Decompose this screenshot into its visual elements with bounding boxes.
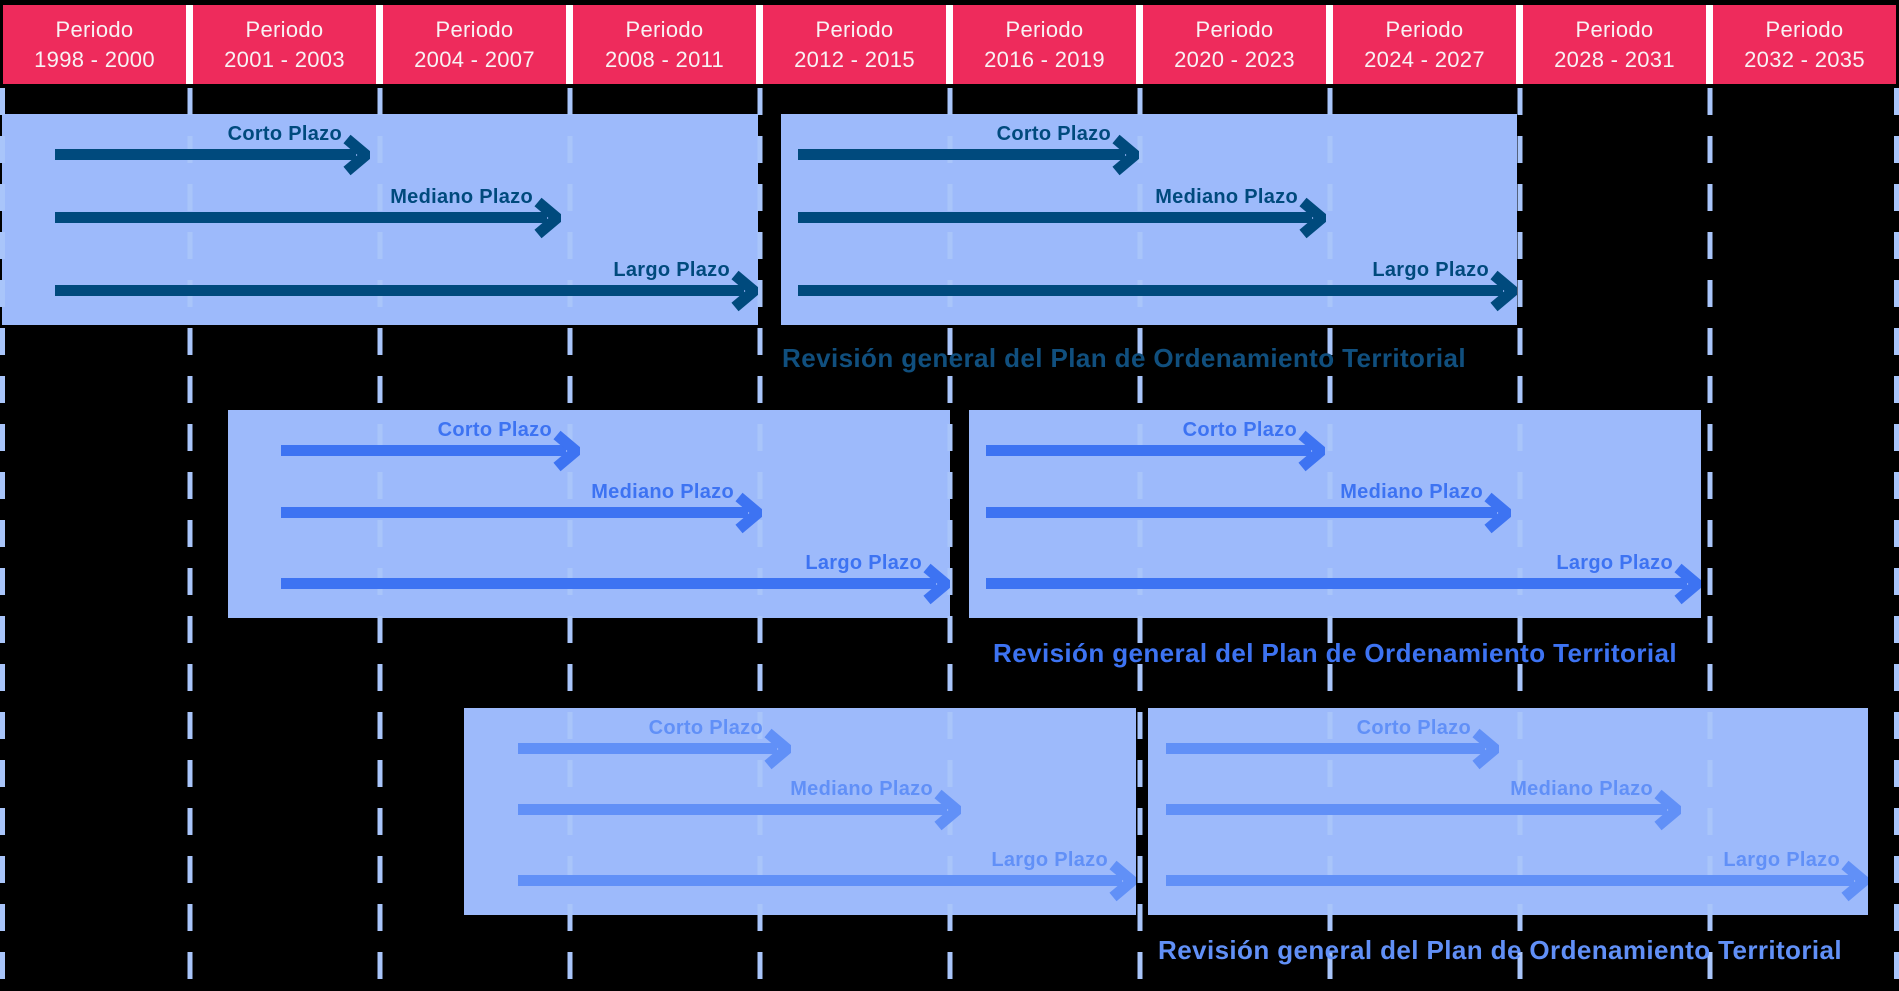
term-arrow-label: Corto Plazo — [648, 717, 763, 739]
arrow-right-icon — [764, 728, 791, 770]
term-arrow-shaft — [281, 578, 936, 589]
period-title: Periodo — [1765, 17, 1844, 43]
row-caption: Revisión general del Plan de Ordenamient… — [1158, 935, 1842, 965]
term-arrow-label: Largo Plazo — [1372, 259, 1489, 281]
period-range: 2008 - 2011 — [604, 46, 725, 72]
arrow-right-icon — [1298, 430, 1325, 472]
period-range: 2024 - 2027 — [1364, 46, 1485, 72]
term-arrow-shaft — [281, 445, 566, 456]
period-title: Periodo — [815, 17, 894, 43]
arrow-right-icon — [1112, 134, 1139, 176]
period-range: 2028 - 2031 — [1554, 46, 1675, 72]
term-arrow-label: Corto Plazo — [996, 123, 1111, 145]
term-arrow-shaft — [1166, 804, 1667, 815]
term-arrow-label: Mediano Plazo — [1155, 186, 1298, 208]
period-range: 2001 - 2003 — [224, 46, 345, 72]
term-arrow-shaft — [518, 743, 777, 754]
period-box: Periodo 2020 - 2023 — [1143, 5, 1326, 84]
period-box: Periodo 2016 - 2019 — [953, 5, 1136, 84]
period-range: 1998 - 2000 — [34, 46, 155, 72]
term-arrow-shaft — [55, 212, 547, 223]
period-title: Periodo — [1385, 17, 1464, 43]
period-title: Periodo — [625, 17, 704, 43]
arrow-right-icon — [923, 563, 950, 605]
term-arrow-shaft — [281, 507, 748, 518]
term-arrow-label: Largo Plazo — [1556, 552, 1673, 574]
period-box: Periodo 2012 - 2015 — [763, 5, 946, 84]
arrow-right-icon — [1654, 789, 1681, 831]
arrow-right-icon — [731, 270, 758, 312]
term-arrow-label: Corto Plazo — [1356, 717, 1471, 739]
term-arrow-shaft — [1166, 743, 1485, 754]
term-arrow-label: Mediano Plazo — [1510, 778, 1653, 800]
period-box: Periodo 2028 - 2031 — [1523, 5, 1706, 84]
term-arrow-label: Largo Plazo — [991, 849, 1108, 871]
term-arrow-label: Largo Plazo — [1723, 849, 1840, 871]
term-arrow-label: Corto Plazo — [227, 123, 342, 145]
term-arrow-label: Largo Plazo — [613, 259, 730, 281]
term-arrow-shaft — [986, 445, 1311, 456]
period-box: Periodo 2008 - 2011 — [573, 5, 756, 84]
period-title: Periodo — [55, 17, 134, 43]
arrow-right-icon — [553, 430, 580, 472]
period-range: 2016 - 2019 — [984, 46, 1105, 72]
arrow-right-icon — [1299, 197, 1326, 239]
period-box: Periodo 2001 - 2003 — [193, 5, 376, 84]
term-arrow-label: Mediano Plazo — [1340, 481, 1483, 503]
term-arrow-shaft — [986, 507, 1497, 518]
period-title: Periodo — [1005, 17, 1084, 43]
arrow-right-icon — [534, 197, 561, 239]
term-arrow-shaft — [1166, 875, 1854, 886]
arrow-right-icon — [934, 789, 961, 831]
arrow-right-icon — [1484, 492, 1511, 534]
period-box: Periodo 2032 - 2035 — [1713, 5, 1896, 84]
period-range: 2004 - 2007 — [414, 46, 535, 72]
row-caption: Revisión general del Plan de Ordenamient… — [782, 343, 1466, 373]
term-arrow-shaft — [518, 804, 947, 815]
period-box: Periodo 2024 - 2027 — [1333, 5, 1516, 84]
arrow-right-icon — [735, 492, 762, 534]
term-arrow-shaft — [798, 212, 1312, 223]
arrow-right-icon — [1674, 563, 1701, 605]
term-arrow-shaft — [518, 875, 1122, 886]
period-range: 2032 - 2035 — [1744, 46, 1865, 72]
arrow-right-icon — [1490, 270, 1517, 312]
row-caption: Revisión general del Plan de Ordenamient… — [993, 638, 1677, 668]
period-range: 2020 - 2023 — [1174, 46, 1295, 72]
term-arrow-shaft — [798, 285, 1503, 296]
term-arrow-label: Largo Plazo — [805, 552, 922, 574]
term-arrow-label: Mediano Plazo — [790, 778, 933, 800]
arrow-right-icon — [1472, 728, 1499, 770]
term-arrow-label: Mediano Plazo — [591, 481, 734, 503]
term-arrow-label: Corto Plazo — [437, 419, 552, 441]
period-title: Periodo — [1575, 17, 1654, 43]
period-title: Periodo — [435, 17, 514, 43]
arrow-right-icon — [1841, 860, 1868, 902]
period-box: Periodo 2004 - 2007 — [383, 5, 566, 84]
term-arrow-shaft — [55, 285, 744, 296]
term-arrow-shaft — [986, 578, 1687, 589]
period-title: Periodo — [245, 17, 324, 43]
arrow-right-icon — [343, 134, 370, 176]
period-box: Periodo 1998 - 2000 — [3, 5, 186, 84]
period-title: Periodo — [1195, 17, 1274, 43]
term-arrow-label: Corto Plazo — [1182, 419, 1297, 441]
period-range: 2012 - 2015 — [794, 46, 915, 72]
term-arrow-shaft — [798, 149, 1125, 160]
term-arrow-label: Mediano Plazo — [390, 186, 533, 208]
arrow-right-icon — [1109, 860, 1136, 902]
term-arrow-shaft — [55, 149, 356, 160]
